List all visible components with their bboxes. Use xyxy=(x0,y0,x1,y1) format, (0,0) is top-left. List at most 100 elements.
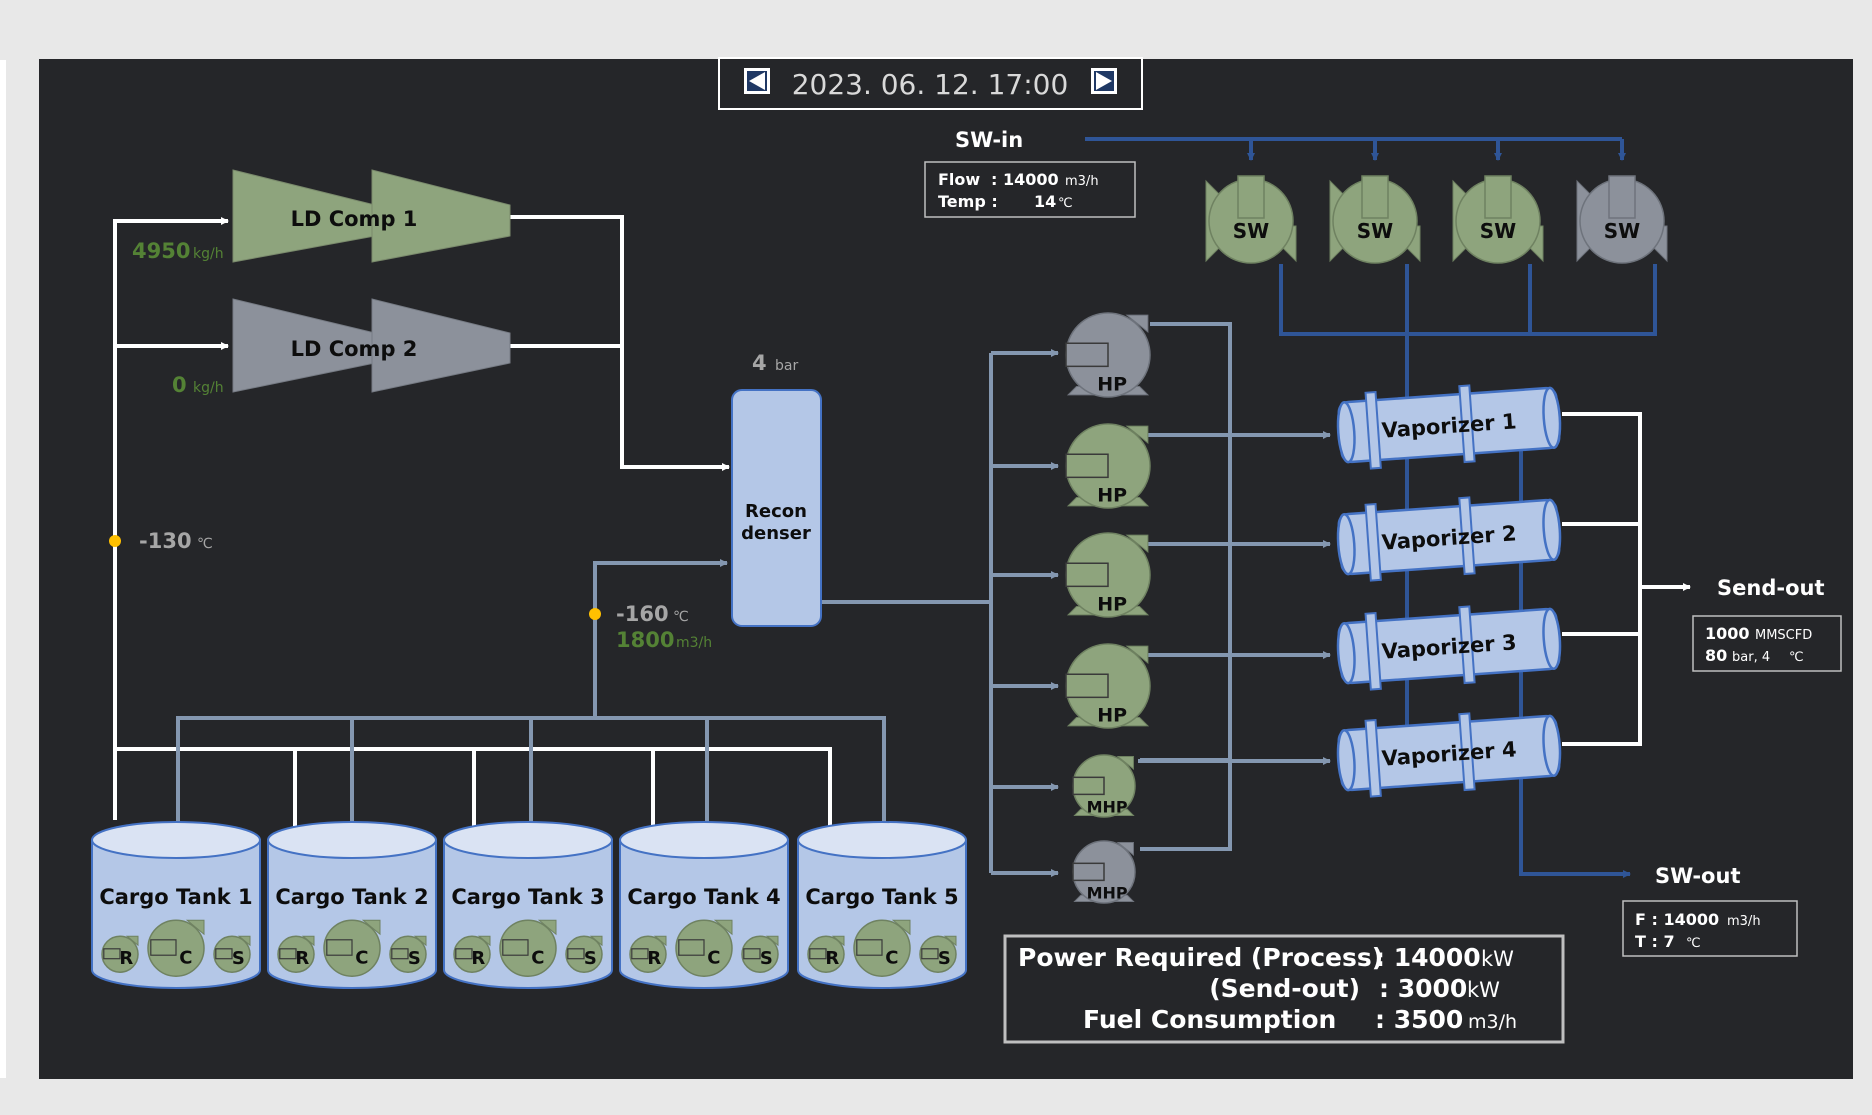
lng-feed-flow-unit: m3/h xyxy=(676,635,712,651)
cargo-tank-label: Cargo Tank 4 xyxy=(627,885,780,909)
recondenser-label-line1: Recon xyxy=(745,501,807,522)
send-out-title: Send-out xyxy=(1717,576,1824,600)
lng-feed-flow: 1800 xyxy=(616,628,674,652)
vaporizer-1[interactable]: Vaporizer 1 xyxy=(1336,379,1563,470)
tank-pump-label: C xyxy=(885,948,898,969)
tank-pump-label: S xyxy=(408,948,421,969)
tank-pump-r[interactable]: R xyxy=(629,935,667,973)
power-process-label: Power Required (Process) xyxy=(1018,943,1383,972)
hp-pump-2[interactable]: HP xyxy=(1065,423,1151,509)
sw-in-temp-value: 14 xyxy=(1034,192,1056,211)
sw-out-flow-unit: m3/h xyxy=(1727,914,1761,929)
hp-pump-label: HP xyxy=(1097,594,1127,616)
send-out-header-pipe xyxy=(1562,412,1691,746)
hp-pump-label: HP xyxy=(1097,705,1127,727)
vaporizer-group: Vaporizer 1 Vaporizer 2 Vaporizer 3 Vaporiz… xyxy=(1336,379,1563,798)
vaporizer-4[interactable]: Vaporizer 4 xyxy=(1336,707,1563,798)
fuel-consumption-label: Fuel Consumption xyxy=(1083,1005,1336,1034)
tank-pump-r[interactable]: R xyxy=(101,935,139,973)
ld-comp-1[interactable]: LD Comp 1 xyxy=(232,169,511,263)
tank-pump-label: S xyxy=(938,948,951,969)
ld-comp-2[interactable]: LD Comp 2 xyxy=(232,298,511,393)
hp-pump-label: MHP xyxy=(1087,797,1128,816)
recondenser-label-line2: denser xyxy=(741,523,811,544)
send-out-pressure-value: 80 xyxy=(1705,646,1727,665)
send-out-temp-unit: ℃ xyxy=(1789,650,1804,665)
hp-pump-5[interactable]: MHP xyxy=(1072,754,1136,818)
tank-pump-c[interactable]: C xyxy=(853,919,911,977)
ld-comp-1-flow: 4950 xyxy=(132,239,190,263)
recondenser-vessel[interactable]: Recon denser xyxy=(731,389,822,627)
tank-pump-label: C xyxy=(179,948,192,969)
sw-pump-2[interactable]: SW xyxy=(1329,175,1421,264)
tank-pump-s[interactable]: S xyxy=(213,935,251,973)
tank-pump-r[interactable]: R xyxy=(453,935,491,973)
lng-feed-temp-unit: ℃ xyxy=(673,609,689,625)
tank-pump-label: S xyxy=(232,948,245,969)
sw-out-temp-unit: ℃ xyxy=(1686,936,1701,951)
next-time-button[interactable] xyxy=(1091,68,1117,94)
power-process-value: : 14000 xyxy=(1375,943,1481,972)
hp-pump-label: HP xyxy=(1097,485,1127,507)
tank-pump-c[interactable]: C xyxy=(323,919,381,977)
send-out-flow-unit: MMSCFD xyxy=(1755,628,1812,643)
bog-temp-marker xyxy=(109,535,121,547)
power-sendout-label: (Send-out) xyxy=(1209,974,1360,1003)
hp-pump-label: MHP xyxy=(1087,883,1128,902)
sw-in-title: SW-in xyxy=(955,128,1023,152)
tank-pump-label: R xyxy=(825,948,839,969)
tank-pump-s[interactable]: S xyxy=(565,935,603,973)
tank-pump-label: R xyxy=(119,948,133,969)
cargo-tank-1[interactable]: Cargo Tank 1 R C S xyxy=(91,821,261,989)
bog-temp-unit: ℃ xyxy=(197,536,213,552)
sw-pump-3[interactable]: SW xyxy=(1452,175,1544,264)
cargo-tank-label: Cargo Tank 1 xyxy=(99,885,252,909)
tank-pump-label: R xyxy=(295,948,309,969)
sw-in-flow-value: : 14000 xyxy=(991,170,1059,189)
datetime-text: 2023. 06. 12. 17:00 xyxy=(792,68,1069,101)
bog-header-pipe xyxy=(113,215,832,826)
hp-pump-1[interactable]: HP xyxy=(1065,312,1151,398)
tank-pump-s[interactable]: S xyxy=(389,935,427,973)
sw-in-temp-unit: ℃ xyxy=(1058,196,1073,211)
power-summary-box: Power Required (Process) : 14000 kW (Sen… xyxy=(1003,934,1565,1044)
lng-feed-marker xyxy=(589,608,601,620)
send-out-info-box: 1000 MMSCFD 80 bar, 4 ℃ xyxy=(1692,615,1842,672)
datetime-header: 2023. 06. 12. 17:00 xyxy=(718,57,1143,110)
ld-comp-1-unit: kg/h xyxy=(193,246,224,262)
cargo-tank-2[interactable]: Cargo Tank 2 R C S xyxy=(267,821,437,989)
cargo-tank-label: Cargo Tank 2 xyxy=(275,885,428,909)
power-sendout-unit: kW xyxy=(1467,978,1500,1002)
tank-pump-s[interactable]: S xyxy=(919,935,957,973)
ld-comp-2-label: LD Comp 2 xyxy=(291,337,418,361)
recondenser-pressure-unit: bar xyxy=(775,358,798,374)
sw-pump-1[interactable]: SW xyxy=(1205,175,1297,264)
sw-pump-label: SW xyxy=(1604,219,1640,243)
tank-pump-label: C xyxy=(355,948,368,969)
sw-pump-4[interactable]: SW xyxy=(1576,175,1668,264)
vaporizer-2[interactable]: Vaporizer 2 xyxy=(1336,491,1563,582)
tank-pump-label: C xyxy=(531,948,544,969)
previous-time-button[interactable] xyxy=(744,68,770,94)
sw-out-info-box: F : 14000 m3/h T : 7 ℃ xyxy=(1622,900,1798,957)
hp-pump-4[interactable]: HP xyxy=(1065,643,1151,729)
bog-temp-value: -130 xyxy=(139,529,192,553)
left-window-edge xyxy=(0,60,6,1078)
lng-feed-temp: -160 xyxy=(616,602,669,626)
hp-pump-3[interactable]: HP xyxy=(1065,532,1151,618)
tank-pump-c[interactable]: C xyxy=(675,919,733,977)
tank-pump-c[interactable]: C xyxy=(147,919,205,977)
sw-out-title: SW-out xyxy=(1655,864,1740,888)
sw-pump-label: SW xyxy=(1357,219,1393,243)
tank-pump-r[interactable]: R xyxy=(807,935,845,973)
hp-pump-label: HP xyxy=(1097,374,1127,396)
tank-pump-r[interactable]: R xyxy=(277,935,315,973)
tank-pump-c[interactable]: C xyxy=(499,919,557,977)
tank-pump-s[interactable]: S xyxy=(741,935,779,973)
hp-pump-6[interactable]: MHP xyxy=(1072,840,1136,904)
vaporizer-3[interactable]: Vaporizer 3 xyxy=(1336,600,1563,691)
tank-pump-label: C xyxy=(707,948,720,969)
